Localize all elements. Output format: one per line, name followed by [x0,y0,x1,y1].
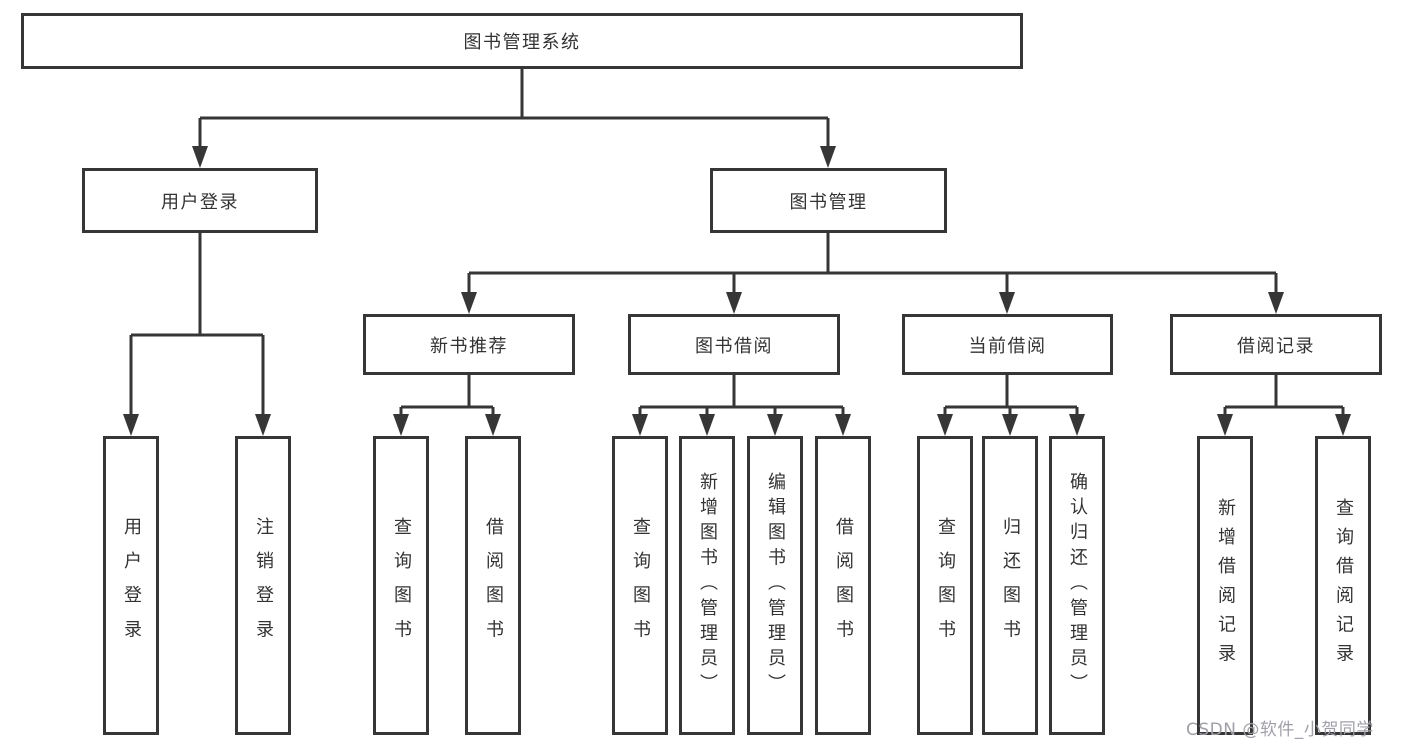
node-label: 借阅记录 [1237,335,1315,357]
leaf-borrow-books: 借阅图书 [815,436,871,735]
leaf-query-books-recommend: 查询图书 [373,436,429,735]
connector-user-login-to-leaves [123,233,271,436]
node-label: 图书管理 [789,191,868,213]
leaf-confirm-return-admin: 确认归还（管理员） [1049,436,1105,735]
connector-root-to-branches [192,69,836,168]
leaf-add-borrow-record: 新增借阅记录 [1197,436,1253,735]
leaf-label: 用户登录 [121,517,142,654]
node-label: 用户登录 [161,191,239,213]
node-library-management-system: 图书管理系统 [21,13,1023,69]
leaf-label: 新增借阅记录 [1215,498,1236,673]
node-borrowing-records: 借阅记录 [1170,314,1382,375]
leaf-label: 查询图书 [630,517,651,654]
leaf-label: 注销登录 [253,517,274,654]
leaf-borrow-books-recommend: 借阅图书 [465,436,521,735]
leaf-add-books-admin: 新增图书（管理员） [679,436,735,735]
connector-current-borrow-to-leaves [937,375,1085,436]
leaf-label: 借阅图书 [833,517,854,654]
leaf-label: 归还图书 [1000,517,1021,654]
leaf-label: 新增图书（管理员） [697,472,718,699]
node-current-borrowing: 当前借阅 [902,314,1113,375]
node-book-borrowing: 图书借阅 [628,314,840,375]
leaf-label: 编辑图书（管理员） [765,472,786,699]
leaf-label: 查询借阅记录 [1333,498,1354,673]
leaf-edit-books-admin: 编辑图书（管理员） [747,436,803,735]
node-label: 图书管理系统 [463,32,581,53]
connector-new-book-to-leaves [393,375,501,436]
node-label: 图书借阅 [695,335,773,357]
csdn-watermark: CSDN @软件_小贺同学 [1186,720,1374,740]
node-book-management: 图书管理 [710,168,947,233]
node-user-login: 用户登录 [82,168,318,233]
leaf-return-books: 归还图书 [982,436,1038,735]
leaf-query-books-borrowing: 查询图书 [612,436,668,735]
connector-borrow-records-to-leaves [1217,375,1351,436]
leaf-logout: 注销登录 [235,436,291,735]
leaf-label: 借阅图书 [483,517,504,654]
leaf-label: 查询图书 [935,517,956,654]
connector-book-borrow-to-leaves [632,375,851,436]
node-label: 新书推荐 [430,335,508,357]
node-label: 当前借阅 [968,335,1047,357]
connector-book-mgmt-to-modules [461,233,1284,314]
leaf-label: 查询图书 [391,517,412,654]
node-new-book-recommend: 新书推荐 [363,314,575,375]
leaf-user-login: 用户登录 [103,436,159,735]
leaf-label: 确认归还（管理员） [1067,472,1088,699]
leaf-query-books-current: 查询图书 [917,436,973,735]
leaf-query-borrow-record: 查询借阅记录 [1315,436,1371,735]
